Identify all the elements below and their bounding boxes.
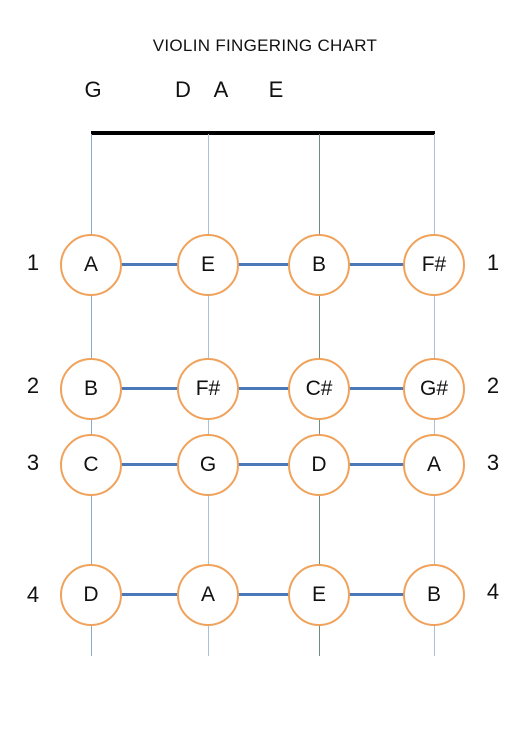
page-title: VIOLIN FINGERING CHART — [152, 36, 378, 55]
string-name-d: D — [175, 77, 191, 102]
note-circle: A — [60, 234, 122, 296]
finger-number-left: 1 — [26, 250, 40, 275]
note-circle: E — [288, 564, 350, 626]
finger-number-right: 4 — [486, 579, 500, 604]
note-circle: D — [60, 564, 122, 626]
note-circle: D — [288, 434, 350, 496]
note-circle: G# — [403, 358, 465, 420]
string-name-e: E — [268, 77, 284, 102]
note-circle: B — [403, 564, 465, 626]
note-circle: A — [403, 434, 465, 496]
note-circle: B — [60, 358, 122, 420]
note-circle: F# — [403, 234, 465, 296]
note-circle: F# — [177, 358, 239, 420]
string-name-a: A — [213, 77, 229, 102]
note-circle: E — [177, 234, 239, 296]
finger-number-left: 4 — [26, 582, 40, 607]
note-circle: A — [177, 564, 239, 626]
finger-number-right: 1 — [486, 250, 500, 275]
string-name-g: G — [84, 77, 102, 102]
finger-number-right: 2 — [486, 373, 500, 398]
fret-line-2 — [91, 387, 434, 390]
note-circle: B — [288, 234, 350, 296]
finger-number-left: 3 — [26, 450, 40, 475]
fret-line-4 — [91, 593, 434, 596]
note-circle: G — [177, 434, 239, 496]
finger-number-right: 3 — [486, 450, 500, 475]
finger-number-left: 2 — [26, 373, 40, 398]
note-circle: C — [60, 434, 122, 496]
nut-bar — [91, 131, 435, 135]
note-circle: C# — [288, 358, 350, 420]
fret-line-3 — [91, 463, 434, 466]
fret-line-1 — [91, 263, 434, 266]
